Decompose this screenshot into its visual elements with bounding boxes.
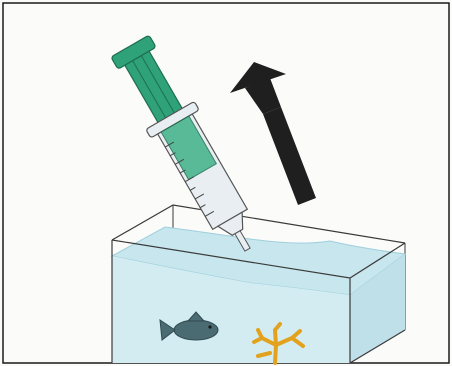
water-side xyxy=(350,254,405,363)
coral-twig-left xyxy=(252,336,264,344)
syringe-plunger-inside xyxy=(160,115,218,181)
syringe-scale xyxy=(164,141,215,217)
fish-body xyxy=(173,319,219,341)
coral-twig-right xyxy=(290,336,305,348)
tank-bottom-right-edge xyxy=(349,329,406,364)
fish xyxy=(159,311,219,341)
coral-branch-center xyxy=(272,322,282,347)
fish-eye xyxy=(208,325,212,329)
arrow-neck xyxy=(245,78,281,114)
fish-tail xyxy=(159,318,176,341)
aquarium xyxy=(110,204,407,365)
coral-trunk xyxy=(273,343,278,365)
coral-twig-low xyxy=(256,351,272,358)
coral xyxy=(252,322,305,365)
water-front xyxy=(112,256,350,363)
arrow-head xyxy=(230,62,286,93)
syringe-tip xyxy=(216,211,244,236)
syringe-nozzle xyxy=(234,230,251,252)
plunger-rib-2 xyxy=(140,55,177,117)
plunger-rib-1 xyxy=(132,60,169,122)
up-arrow-icon xyxy=(230,62,316,205)
arrow-shaft xyxy=(263,107,316,205)
fish-fin xyxy=(186,311,206,322)
syringe xyxy=(111,35,251,252)
